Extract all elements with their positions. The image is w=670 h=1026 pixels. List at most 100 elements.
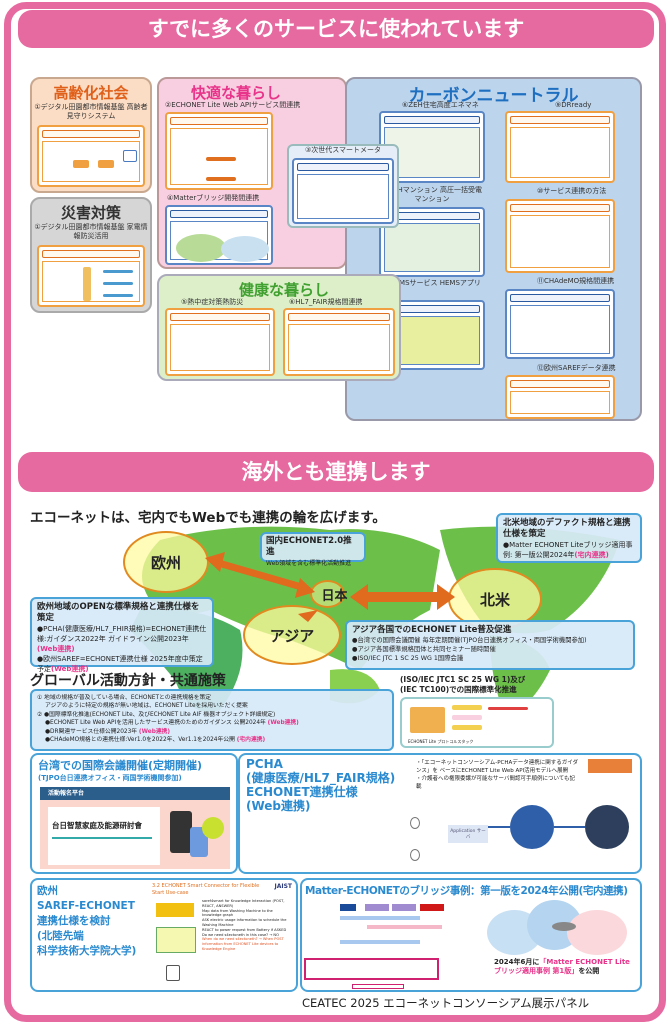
box-bullet: ●台湾での国際会議開催 毎年定期開催(TJPO台日連携オフィス・両国学術機関参加… xyxy=(352,637,587,644)
tag: (Web連携) xyxy=(51,665,89,673)
panel-disaster: 災害対策 ①デジタル田園都市情報基盤 家電情報防災活用 xyxy=(30,197,152,313)
iso-text: (ISO/IEC JTC1 SC 25 WG 1)及び(IEC TC100)での… xyxy=(400,675,525,695)
box-title: 欧州地域のOPENな標準規格と連携仕様を策定 xyxy=(37,602,200,623)
panel-smart-meter: ③次世代スマートメータ xyxy=(287,144,399,228)
thumbnail xyxy=(165,112,273,190)
iso-line: (ISO/IEC JTC1 SC 25 WG 1)及び xyxy=(400,675,526,684)
global-line: ① 地域の規格が普及している場合、ECHONETとの連携規格を策定 xyxy=(37,695,212,701)
panel-item: ⑫欧州SAREFデータ連携 xyxy=(537,364,616,372)
global-line: ●ECHONET Lite Web APIを活用したサービス連携のためのガイダン… xyxy=(45,720,266,727)
slide-question: When do we need s4ectoneth? → When POST … xyxy=(202,937,284,951)
panel-carbon: カーボンニュートラル ⑥ZEH住宅高度エネマネ ⑨DRready ⑦ZEHマンシ… xyxy=(345,77,642,421)
arrow-head xyxy=(350,584,368,610)
panel-item: ①デジタル田園都市情報基盤 家電情報防災活用 xyxy=(34,223,148,240)
region-japan: 日本 xyxy=(310,580,348,608)
pcha-notes: ・「エコーネットコンソーシアム-PCHAデータ連携に関するガイダンス」を ベース… xyxy=(416,759,580,791)
panel-item: ⑥HL7_FAIR規格間連携 xyxy=(289,298,363,306)
arrow-head xyxy=(437,584,455,610)
saref-title-line: 科学技術大学院大学) xyxy=(37,945,137,957)
caption-part: 2024年6月に xyxy=(494,958,540,966)
pcha-title-line: PCHA xyxy=(246,757,283,771)
thumbnail xyxy=(37,125,145,187)
slide-bullet: saref4smart for Knowledge Interaction (P… xyxy=(202,899,285,908)
thumbnail xyxy=(165,308,275,376)
slide-bullet: ASK electric usage information to schedu… xyxy=(202,918,287,927)
matter-caption: 2024年6月に「Matter ECHONET Lite ブリッジ適用事例 第1… xyxy=(494,958,634,976)
jaist-logo: JAIST xyxy=(274,883,292,890)
panel-title: 快適な暮らし xyxy=(191,84,282,102)
pcha-bullet: ・介護者への権限委譲が可能なサーバ間認可手順例についても記載 xyxy=(416,776,576,790)
protocol-stack-image: ECHONET Lite プロトコルスタック xyxy=(400,697,554,748)
card-title: Matter-ECHONETのブリッジ事例：第一版を2024年公開(宅内連携) xyxy=(305,885,628,897)
box-bullet: ●ISO/IEC JTC 1 SC 25 WG 1国際会議 xyxy=(352,655,464,662)
pcha-title: PCHA(健康医療/HL7_FAIR規格)ECHONET連携仕様(Web連携) xyxy=(246,757,395,813)
saref-slide: 3.2 ECHONET Smart Connector for Flexible… xyxy=(152,883,294,989)
box-title: アジア各国でのECHONET Lite普及促進 xyxy=(352,625,512,635)
thumbnail xyxy=(505,199,615,273)
panel-item: ①デジタル田園都市情報基盤 高齢者見守りシステム xyxy=(34,103,148,120)
section2-lead: エコーネットは、宅内でもWebでも連携の輪を広げます。 xyxy=(30,510,386,526)
global-line: ② ●国際標準化推進(ECHONET Lite、及びECHONET Lite A… xyxy=(37,711,276,718)
panel-aging: 高齢化社会 ①デジタル田園都市情報基盤 高齢者見守りシステム xyxy=(30,77,152,193)
tag: (宅内連携) xyxy=(574,551,609,559)
image-caption: ECHONET Lite プロトコルスタック xyxy=(408,739,474,744)
panel-comfort: 快適な暮らし ②ECHONET Lite Web APIサービス間連携 ④Mat… xyxy=(157,77,347,269)
box-title: 国内ECHONET2.0推進 xyxy=(266,536,352,557)
image-header: 活動報名平台 xyxy=(40,787,230,800)
panel-item: ⑤熱中症対策熱防災 xyxy=(181,298,244,306)
matter-card: Matter-ECHONETのブリッジ事例：第一版を2024年公開(宅内連携) … xyxy=(300,878,642,992)
global-box: ① 地域の規格が普及している場合、ECHONETとの連携規格を策定 アジアのよう… xyxy=(30,689,394,751)
section2-banner: 海外とも連携します xyxy=(18,452,654,492)
box-title: 北米地域のデファクト規格と連携仕様を策定 xyxy=(503,518,631,539)
person-icon xyxy=(410,849,420,861)
tag: (Web連携) xyxy=(37,645,75,653)
saref-title-line: SAREF-ECHONET xyxy=(37,900,135,912)
region-asia: アジア xyxy=(243,605,341,665)
thumbnail xyxy=(283,308,395,376)
box-bullet: ●Matter ECHONET Liteブリッジ適用事例: 第一版公開2024年 xyxy=(503,541,633,559)
header-banner: すでに多くのサービスに使われています xyxy=(18,10,654,48)
taiwan-card: 台湾での国際会議開催(定期開催) (TJPO台日連携オフィス・両国学術機関参加)… xyxy=(30,753,238,874)
slide-question: Do we need s4ectoneth in this case? → NO xyxy=(202,932,279,937)
box-bullet: ●欧州SAREF=ECHONET連携仕様 2025年度中策定予定 xyxy=(37,655,203,673)
slide-bullets: saref4smart for Knowledge Interaction (P… xyxy=(202,899,292,952)
panel-item: ⑦ZEHマンション 高圧一括受電マンション xyxy=(382,186,482,203)
thumbnail xyxy=(165,205,273,265)
person-icon xyxy=(410,817,420,829)
north-america-box: 北米地域のデファクト規格と連携仕様を策定 ●Matter ECHONET Lite… xyxy=(496,513,642,563)
global-heading: グローバル活動方針・共通施策 xyxy=(30,673,226,689)
domestic-box: 国内ECHONET2.0推進 Web領域を含む標準化活動推進 xyxy=(260,532,366,567)
thumbnail xyxy=(505,111,615,183)
caption-part: 「Matter ECHONET Lite ブリッジ適用事例 第1版」 xyxy=(494,958,630,975)
card-subtitle: (TJPO台日連携オフィス・両国学術機関参加) xyxy=(38,774,182,782)
region-japan-label: 日本 xyxy=(321,588,348,604)
europe-box: 欧州地域のOPENな標準規格と連携仕様を策定 ●PCHA(健康医療/HL7_FHI… xyxy=(30,597,214,673)
box-text: Web領域を含む標準化活動推進 xyxy=(266,560,352,567)
slide-title: 3.2 ECHONET Smart Connector for Flexible… xyxy=(152,883,260,896)
thumbnail xyxy=(505,289,615,359)
global-line: ●DR関連サービス仕様公開2023年 xyxy=(45,728,138,735)
box-bullet: ●PCHA(健康医療/HL7_FHIR規格)=ECHONET連携仕様:ガイダンス… xyxy=(37,625,207,643)
global-line: ●CHAdeMO規格との連携仕様:Ver1.0を2022年、Ver1.1を202… xyxy=(45,737,235,744)
slide-bullet: Map data from Washing Machine to the kno… xyxy=(202,908,273,918)
saref-title-line: (北陸先端 xyxy=(37,930,84,942)
server-node xyxy=(585,805,629,849)
washing-machine-icon xyxy=(166,965,180,981)
thumbnail xyxy=(505,375,615,419)
arrow-head xyxy=(295,578,315,598)
panel-item: ③次世代スマートメータ xyxy=(304,146,382,154)
footer-caption: CEATEC 2025 エコーネットコンソーシアム展示パネル xyxy=(302,996,590,1010)
pcha-bullet: ・「エコーネットコンソーシアム-PCHAデータ連携に関するガイダンス」を ベース… xyxy=(416,760,579,774)
server-node xyxy=(510,805,554,849)
image-title: 台日智慧家庭及能源研討會 xyxy=(52,821,142,830)
box-bullet: ●アジア各国標準規格団体と共同セミナー随時開催 xyxy=(352,646,496,653)
tag: (Web連携) xyxy=(267,720,299,727)
pcha-title-line: ECHONET連携仕様 xyxy=(246,785,358,799)
panel-item: ⑨DRready xyxy=(555,101,592,109)
taiwan-event-image: 活動報名平台 台日智慧家庭及能源研討會 xyxy=(40,787,230,869)
pcha-title-line: (健康医療/HL7_FAIR規格) xyxy=(246,771,396,785)
thumbnail xyxy=(292,158,394,224)
panel-item: ②ECHONET Lite Web APIサービス間連携 xyxy=(165,101,301,109)
